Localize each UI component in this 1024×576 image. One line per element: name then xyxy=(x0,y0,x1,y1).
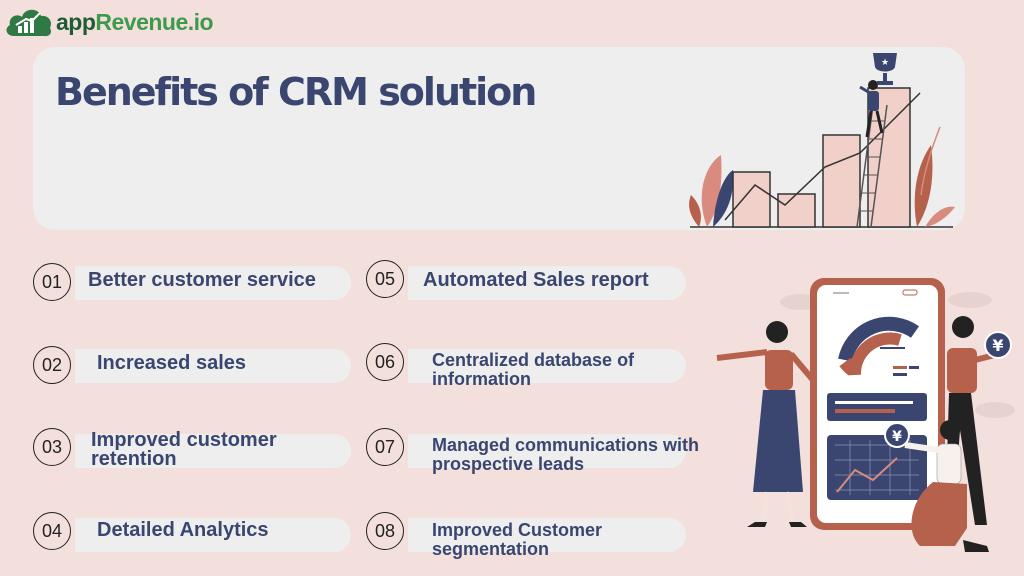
benefit-number: 07 xyxy=(366,428,404,466)
benefit-number: 02 xyxy=(33,346,71,384)
benefit-label: Improved customer retention xyxy=(91,429,277,470)
benefit-pill xyxy=(408,434,686,468)
cloud-chart-icon xyxy=(6,9,52,37)
svg-text:★: ★ xyxy=(881,58,889,68)
benefit-pill xyxy=(408,518,686,552)
benefit-pill xyxy=(75,266,351,300)
benefit-pill xyxy=(75,434,351,468)
benefit-label: Improved Customer segmentation xyxy=(432,520,603,559)
benefit-label: Detailed Analytics xyxy=(97,519,269,541)
benefit-label: Better customer service xyxy=(88,269,316,291)
benefit-number: 04 xyxy=(33,512,71,550)
benefit-label: Increased sales xyxy=(97,352,246,374)
crm-dashboard-illustration: ¥ ¥ xyxy=(716,278,1015,552)
brand-logo: appRevenue.io xyxy=(4,4,214,40)
brand-name: appRevenue.io xyxy=(56,8,214,35)
yen-coin-label: ¥ xyxy=(992,336,1003,355)
benefit-number: 03 xyxy=(33,428,71,466)
benefit-number: 01 xyxy=(33,263,71,301)
benefit-pill xyxy=(408,349,686,383)
benefit-label: Centralized database of information xyxy=(432,350,635,389)
page-title: Benefits of CRM solution xyxy=(55,70,537,114)
benefit-pill xyxy=(75,518,351,552)
benefit-number: 06 xyxy=(366,343,404,381)
yen-coin-label: ¥ xyxy=(892,429,902,445)
benefit-pill xyxy=(75,349,351,383)
benefit-number: 05 xyxy=(366,260,404,298)
benefit-pill xyxy=(408,266,686,300)
benefit-label: Automated Sales report xyxy=(423,269,649,291)
benefit-label: Managed communications with prospective … xyxy=(432,435,700,474)
benefit-number: 08 xyxy=(366,512,404,550)
growth-chart-illustration: ★ xyxy=(689,53,955,228)
